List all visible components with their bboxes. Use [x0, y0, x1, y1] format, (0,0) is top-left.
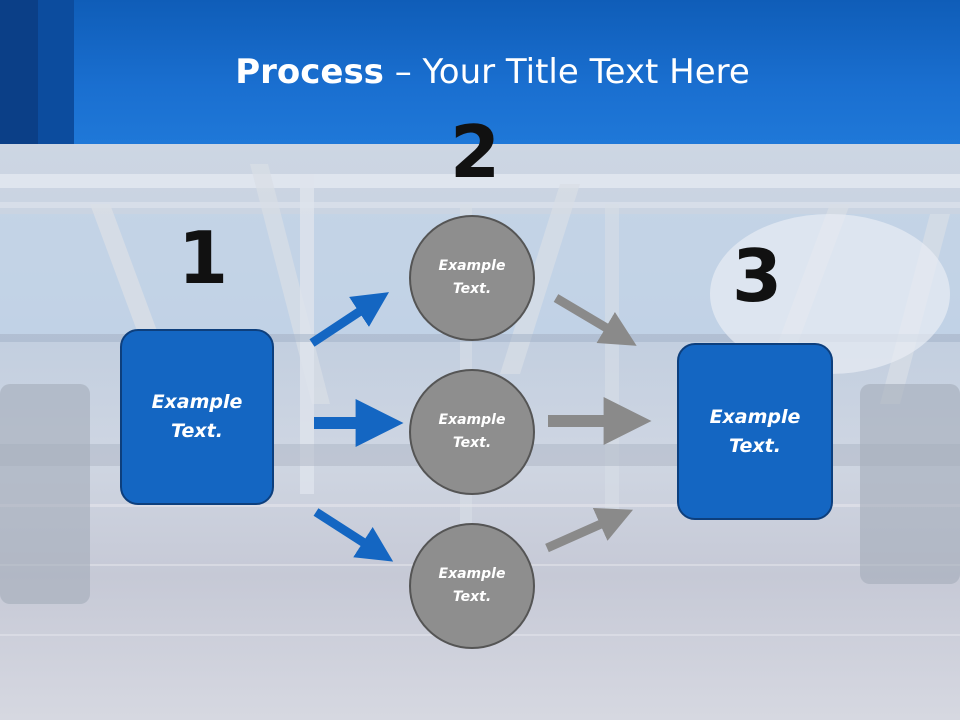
step-number-1: 1: [178, 216, 229, 300]
step-1-box: Example Text.: [120, 329, 274, 505]
title-rest: – Your Title Text Here: [383, 52, 750, 92]
step-number-2: 2: [450, 110, 501, 194]
circle-middle-text: Example Text.: [438, 412, 506, 451]
step-3-text: Example Text.: [709, 405, 801, 457]
header-accent-dark: [0, 0, 38, 144]
header-band: Process – Your Title Text Here: [0, 0, 960, 144]
step-3-box: Example Text.: [677, 343, 833, 520]
step-2-circle-middle: Example Text.: [409, 369, 535, 495]
arrow-down-gray: [553, 294, 637, 346]
arrow-down-blue: [313, 508, 394, 562]
slide-title: Process – Your Title Text Here: [0, 52, 960, 92]
step-number-3: 3: [732, 234, 783, 318]
circle-top-text: Example Text.: [438, 258, 506, 297]
step-2-circle-top: Example Text.: [409, 215, 535, 341]
arrow-up-blue: [309, 292, 390, 347]
step-1-text: Example Text.: [151, 391, 243, 442]
arrow-up-gray: [545, 507, 634, 553]
circle-bottom-text: Example Text.: [438, 566, 506, 605]
header-accent-mid: [38, 0, 74, 144]
step-2-circle-bottom: Example Text.: [409, 523, 535, 649]
title-bold: Process: [235, 52, 384, 92]
